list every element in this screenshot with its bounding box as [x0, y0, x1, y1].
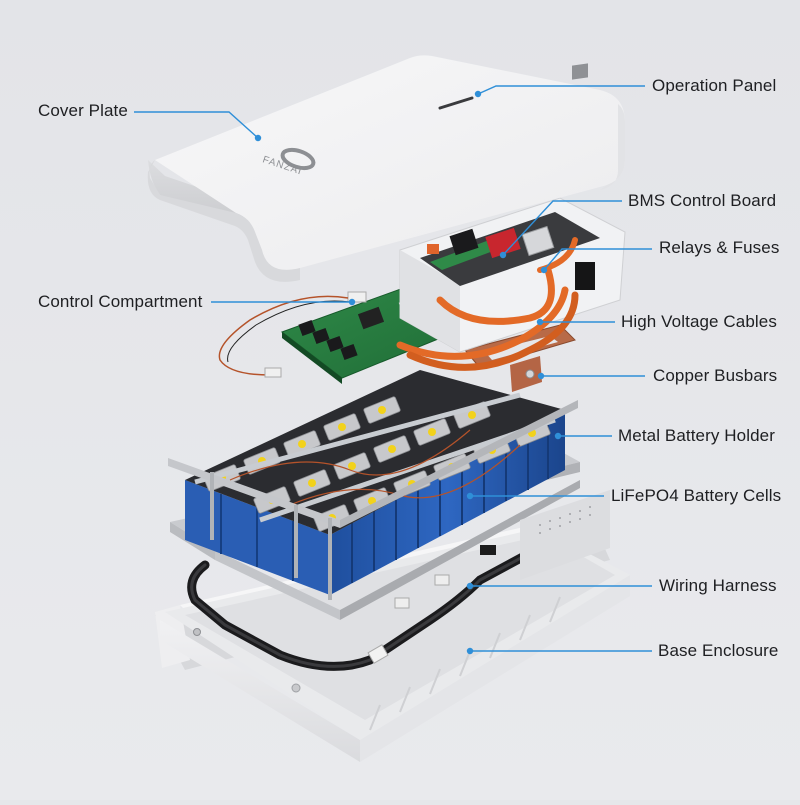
- label-relays-fuses: Relays & Fuses: [659, 238, 780, 257]
- leader-operation-panel: [477, 85, 645, 95]
- label-operation-panel: Operation Panel: [652, 76, 777, 95]
- label-cover-plate: Cover Plate: [38, 101, 128, 120]
- label-copper-busbars: Copper Busbars: [653, 366, 778, 385]
- label-high-voltage-cables: High Voltage Cables: [621, 312, 777, 331]
- label-wiring-harness: Wiring Harness: [659, 576, 777, 595]
- label-control-compartment: Control Compartment: [38, 292, 203, 311]
- leader-lines: [134, 85, 652, 652]
- label-bms-control-board: BMS Control Board: [628, 191, 777, 210]
- label-lifepo4-cells: LiFePO4 Battery Cells: [611, 486, 782, 505]
- leader-relays-fuses: [543, 248, 652, 271]
- cover-plate: FANZAI: [147, 55, 625, 282]
- leader-bms-control-board: [502, 200, 622, 256]
- leader-dots: [254, 90, 562, 655]
- label-metal-battery-holder: Metal Battery Holder: [618, 426, 775, 445]
- label-base-enclosure: Base Enclosure: [658, 641, 779, 660]
- leader-cover-plate: [134, 111, 259, 139]
- lifepo4-battery-cells: [168, 370, 578, 600]
- high-voltage-cables: [396, 237, 579, 371]
